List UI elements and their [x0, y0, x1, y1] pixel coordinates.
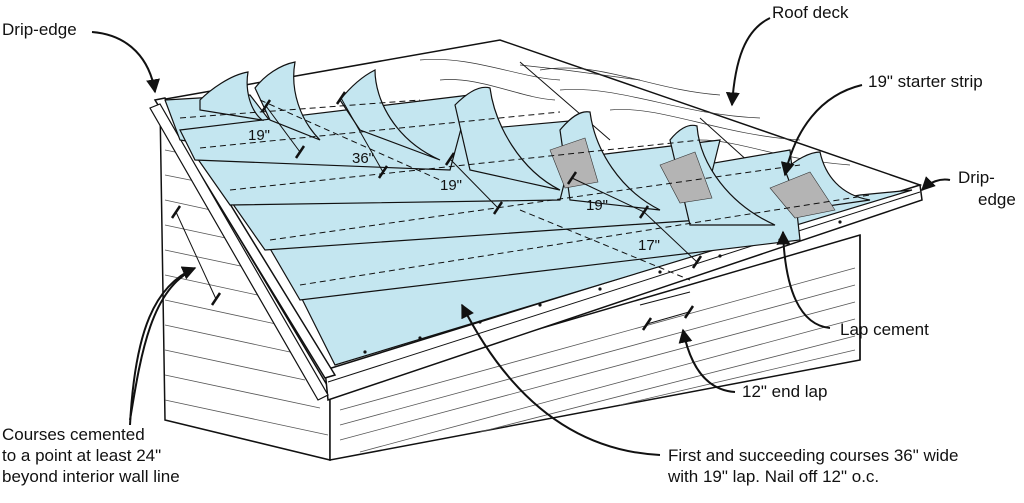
roll-roofing-courses [164, 61, 913, 366]
label-first-courses-1: First and succeeding courses 36" wide [668, 446, 959, 465]
eave-wall [329, 233, 861, 461]
dimension-label-3: 19" [440, 177, 462, 194]
label-lap-cement: Lap cement [840, 320, 929, 339]
dimension-label-4: 19" [586, 197, 608, 214]
dimension-label-1: 19" [248, 127, 270, 144]
label-first-courses-2: with 19" lap. Nail off 12" o.c. [668, 467, 880, 486]
dimension-lines [175, 97, 698, 325]
lap-cement-2 [659, 151, 713, 204]
dimension-label-2: 36" [352, 150, 374, 167]
dimension-label-5: 17" [638, 237, 660, 254]
label-drip-edge-right-2: edge [978, 190, 1016, 209]
lap-cement-1 [549, 137, 599, 189]
label-end-lap: 12" end lap [742, 382, 828, 401]
label-courses-cemented-1: Courses cemented [2, 425, 145, 444]
label-courses-cemented-3: beyond interior wall line [2, 467, 180, 486]
fascia [149, 97, 923, 402]
leader-arrows [91, 17, 951, 456]
label-courses-cemented-2: to a point at least 24" [2, 446, 162, 465]
label-roof-deck: Roof deck [772, 3, 849, 22]
label-starter-strip: 19" starter strip [868, 72, 983, 91]
label-drip-edge-left: Drip-edge [2, 20, 77, 39]
label-drip-edge-right-1: Drip- [958, 168, 995, 187]
